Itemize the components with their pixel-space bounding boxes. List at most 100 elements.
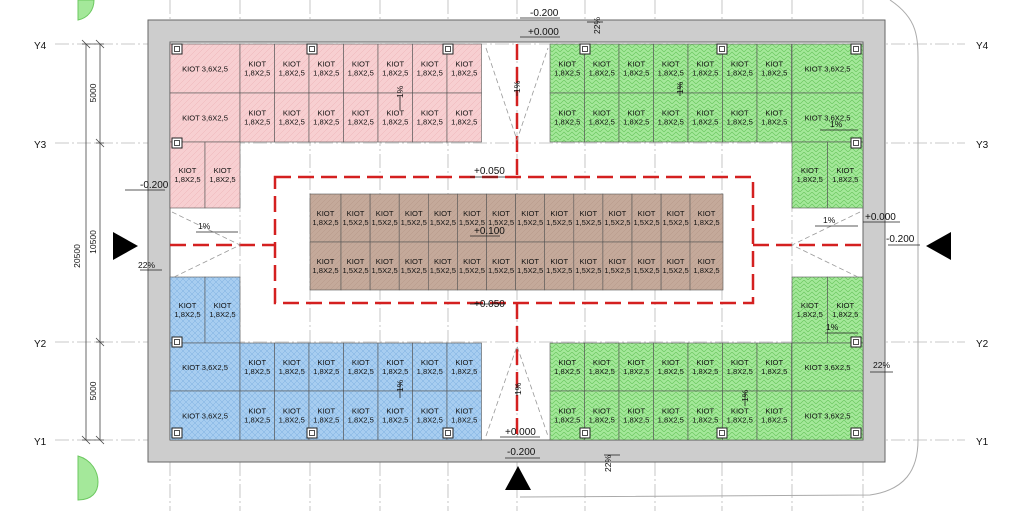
kiosk-label: KIOT [836, 166, 854, 175]
entry-arrow-icon [926, 232, 951, 260]
kiosk-cell [340, 241, 371, 291]
kiosk-cell [274, 342, 310, 392]
kiosk-label: KIOT [731, 109, 749, 118]
kiosk-cell [369, 241, 400, 291]
kiosk-size: 1,8X2,5 [279, 367, 305, 376]
kiosk-cell [427, 193, 458, 243]
column-marker-icon [306, 43, 318, 55]
kiosk-cell [457, 193, 487, 243]
kiosk-size: 1,8X2,5 [312, 266, 338, 275]
kiosk-cell [239, 92, 275, 143]
level-right-inner: +0.000 [865, 212, 896, 223]
kiosk-size: 1,8X2,5 [554, 367, 580, 376]
kiosk-cell [631, 241, 662, 291]
kiosk-size: 1,8X2,5 [832, 310, 858, 319]
kiosk-size: 1,8X2,5 [658, 367, 684, 376]
kiosk-size: 1,8X2,5 [451, 69, 477, 78]
kiosk-label: KIOT [492, 257, 510, 266]
kiosk-label: KIOT [352, 358, 370, 367]
kiosk-label: KIOT [248, 109, 266, 118]
kiosk-blocks: KIOT 3,6X2,5KIOT1,8X2,5KIOT1,8X2,5KIOT1,… [169, 43, 864, 441]
kiosk-size: 1,8X2,5 [589, 118, 615, 127]
kiosk-cell [446, 342, 482, 392]
dimension-middle-bay: 10500 [88, 230, 98, 254]
kiosk-label: KIOT [179, 166, 197, 175]
kiosk-size: 1,8X2,5 [209, 175, 235, 184]
kiosk-size: 1,5X2,5 [459, 266, 485, 275]
kiosk-label: KIOT [317, 60, 335, 69]
circulation-lines [170, 44, 863, 440]
kiosk-label: KIOT [214, 301, 232, 310]
slope-green-top: 1% [675, 81, 685, 94]
kiosk-label: KIOT [765, 109, 783, 118]
kiosk-cell [573, 193, 604, 243]
kiosk-cell [398, 241, 429, 291]
axis-label-right: Y3 [976, 140, 989, 151]
column-marker-icon [716, 43, 728, 55]
kiosk-cell [204, 276, 241, 344]
kiosk-size: 1,8X2,5 [554, 416, 580, 425]
kiosk-size: 1,8X2,5 [451, 416, 477, 425]
kiosk-size: 1,8X2,5 [244, 416, 270, 425]
kiosk-cell [791, 342, 864, 392]
kiosk-cell [618, 342, 654, 392]
kiosk-label: KIOT [352, 60, 370, 69]
kiosk-size: 1,8X2,5 [382, 416, 408, 425]
kiosk-size: 1,5X2,5 [575, 218, 601, 227]
kiosk-size: 1,8X2,5 [761, 69, 787, 78]
entry-arrows [113, 232, 951, 490]
kiosk-size: 1,8X2,5 [244, 118, 270, 127]
slope-ramp-right: 22% [873, 360, 890, 370]
column-marker-icon [442, 427, 454, 439]
kiosk-label: KIOT [638, 257, 656, 266]
kiosk-size: 1,8X2,5 [174, 310, 200, 319]
slope-green-bottom: 1% [740, 389, 750, 402]
kiosk-unit: KIOT 3,6X2,5 [169, 92, 241, 143]
kiosk-size: 1,8X2,5 [417, 367, 443, 376]
kiosk-size: 1,8X2,5 [692, 118, 718, 127]
kiosk-size: 1,8X2,5 [174, 175, 200, 184]
kiosk-cell [412, 390, 448, 441]
kiosk-size: 1,8X2,5 [312, 218, 338, 227]
kiosk-label: KIOT [317, 358, 335, 367]
entry-arrow-icon [113, 232, 138, 260]
kiosk-size: 1,5X2,5 [342, 218, 368, 227]
kiosk-cell [653, 92, 689, 143]
kiosk-cell [687, 92, 723, 143]
kiosk-label: KIOT [455, 358, 473, 367]
kiosk-size: 1,8X2,5 [313, 69, 339, 78]
kiosk-cell [169, 342, 241, 392]
kiosk-label: KIOT [283, 60, 301, 69]
kiosk-label: KIOT 3,6X2,5 [182, 363, 228, 372]
axis-label-left: Y3 [34, 140, 47, 151]
kiosk-label: KIOT [521, 209, 539, 218]
kiosk-cell [343, 390, 379, 441]
slope-texts: 22% 22% 22% 22% 1% 1% 1% 1% 1% 1% 1% 1% … [138, 17, 890, 472]
level-left-outer: -0.200 [140, 180, 169, 191]
kiosk-label: KIOT 3,6X2,5 [805, 114, 851, 123]
